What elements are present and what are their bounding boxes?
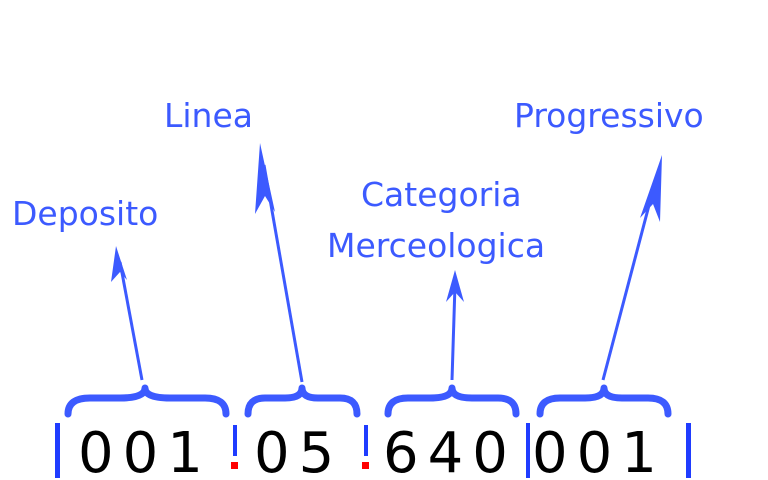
separator-bar (526, 423, 530, 478)
arrow-linea (255, 143, 304, 383)
arrow-deposito (111, 246, 144, 381)
separator-bar (686, 423, 691, 478)
brace-deposito (64, 384, 230, 418)
code-categoria: 640 (383, 421, 517, 480)
label-linea: Linea (164, 96, 253, 135)
brace-linea (244, 384, 361, 418)
arrow-categoria (446, 270, 464, 381)
label-deposito: Deposito (12, 194, 158, 233)
brace-progressivo (536, 384, 672, 418)
brace-categoria (384, 384, 520, 418)
code-progressivo: 001 (532, 421, 666, 480)
code-deposito: 001 (78, 421, 212, 480)
arrow-progressivo (601, 155, 662, 381)
separator-dot (231, 462, 238, 469)
separator-bar (233, 425, 237, 456)
label-merceologica: Merceologica (327, 226, 545, 265)
label-categoria: Categoria (361, 175, 522, 214)
label-progressivo: Progressivo (514, 96, 704, 135)
separator-bar (55, 423, 60, 478)
separator-bar (364, 425, 368, 456)
code-linea: 05 (254, 421, 343, 480)
separator-dot (362, 462, 369, 469)
